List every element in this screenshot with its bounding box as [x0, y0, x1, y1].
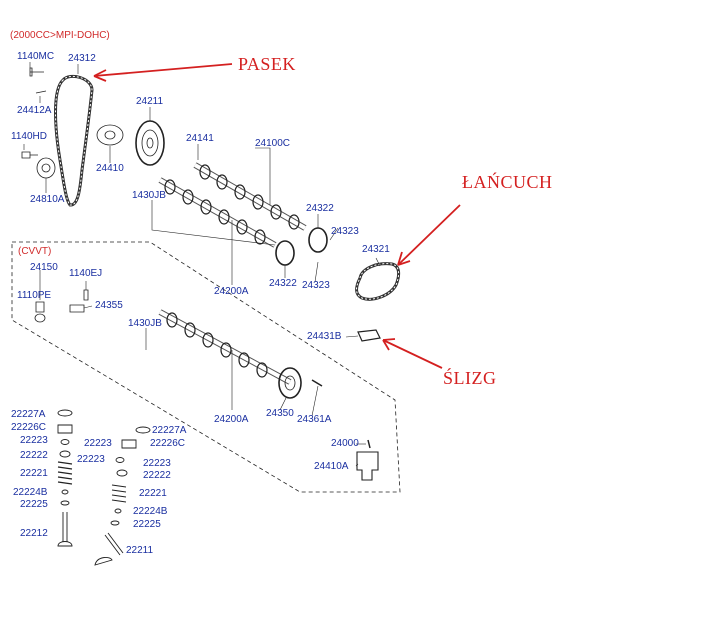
part-label-24412a: 24412A [17, 105, 52, 116]
cvvt-valve-1110pe [35, 301, 45, 313]
part-label-22222-right: 22222 [143, 470, 171, 481]
part-label-24323-top: 24323 [331, 226, 359, 237]
part-label-22211: 22211 [126, 545, 154, 556]
idler-24810a [36, 157, 56, 179]
part-label-22227a-left: 22227A [11, 409, 46, 420]
part-label-24100c: 24100C [255, 138, 291, 149]
part-label-22221-left: 22221 [20, 468, 48, 479]
chain-tensioner-24410a [356, 451, 379, 481]
cam-sprocket-24211 [135, 120, 165, 166]
part-label-22223-mid: 22223 [84, 438, 112, 449]
part-label-22225-left: 22225 [20, 499, 48, 510]
part-label-1140hd: 1140HD [11, 131, 47, 142]
part-label-22224b-left: 22224B [13, 487, 48, 498]
gear-24322-mid [275, 240, 295, 266]
part-label-22223-left: 22223 [20, 435, 48, 446]
arrow-slide [382, 339, 443, 369]
cvvt-frame [11, 241, 401, 493]
part-label-24431b: 24431B [307, 331, 342, 342]
part-label-1110pe: 1110PE [17, 290, 52, 301]
part-label-24312: 24312 [68, 53, 96, 64]
bolt-24412a [35, 90, 47, 94]
arrow-chain [397, 204, 461, 266]
annotation-chain: ŁAŃCUCH [462, 172, 553, 192]
cvvt-sprocket [278, 367, 302, 399]
part-label-22225-right: 22225 [133, 519, 161, 530]
valve-train-left [57, 409, 73, 547]
part-label-1140mc: 1140MC [17, 51, 55, 62]
chain-slide [357, 329, 381, 342]
bolt-24000 [367, 439, 371, 449]
part-label-22227a-right: 22227A [152, 425, 187, 436]
gear-24322-top [308, 227, 328, 253]
part-label-1430jb-low: 1430JB [128, 318, 162, 329]
part-label-24322-top: 24322 [306, 203, 334, 214]
part-label-24141: 24141 [186, 133, 214, 144]
part-label-24361a: 24361A [297, 414, 332, 425]
part-label-22223-right: 22223 [77, 454, 105, 465]
part-label-24810a: 24810A [30, 194, 65, 205]
part-label-24211: 24211 [136, 96, 164, 107]
bolt-1140hd [21, 151, 38, 159]
part-label-24200a-low: 24200A [214, 414, 249, 425]
annotation-slide: ŚLIZG [443, 368, 497, 388]
part-label-22222-left: 22222 [20, 450, 48, 461]
part-label-24321: 24321 [362, 244, 390, 255]
part-label-24410a: 24410A [314, 461, 349, 472]
timing-belt [54, 74, 94, 207]
tensioner-24410 [96, 124, 124, 146]
annotation-belt: PASEK [238, 54, 296, 74]
bolt-1140ej [83, 289, 89, 301]
engine-header: (2000CC>MPI-DOHC) [10, 30, 110, 41]
arrow-belt [93, 63, 233, 77]
valve-train-right [94, 426, 151, 566]
bolt-24361a [311, 379, 323, 387]
part-label-22226c-left: 22226C [11, 422, 47, 433]
part-label-22221-right: 22221 [139, 488, 167, 499]
part-label-22224b-right: 22224B [133, 506, 168, 517]
bolt-1140mc [29, 67, 44, 77]
part-label-22212: 22212 [20, 528, 48, 539]
part-label-1430jb-top: 1430JB [132, 190, 166, 201]
part-label-24150: 24150 [30, 262, 58, 273]
annotation-arrows [93, 63, 461, 369]
cvvt-header: (CVVT) [18, 246, 52, 257]
timing-chain [355, 262, 401, 301]
part-label-1140ej: 1140EJ [69, 268, 103, 279]
part-label-24350: 24350 [266, 408, 294, 419]
part-label-24410: 24410 [96, 163, 124, 174]
part-label-24000: 24000 [331, 438, 359, 449]
part-label-22226c-right: 22226C [150, 438, 186, 449]
part-label-22223-right2: 22223 [143, 458, 171, 469]
ocv-24355 [69, 304, 85, 313]
part-label-24322-mid: 24322 [269, 278, 297, 289]
part-label-24200a-top: 24200A [214, 286, 249, 297]
part-label-24323-mid: 24323 [302, 280, 330, 291]
part-label-24355: 24355 [95, 300, 123, 311]
